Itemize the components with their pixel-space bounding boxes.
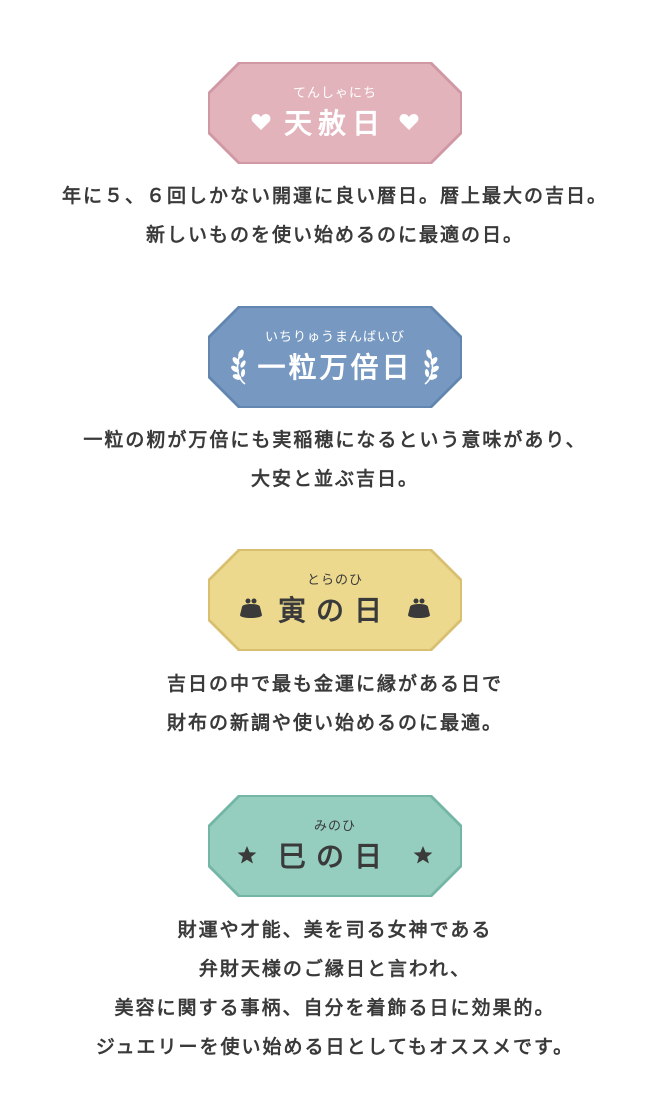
description-line: 吉日の中で最も金運に縁がある日で bbox=[166, 673, 503, 695]
description: 一粒の籾が万倍にも実稲穂になるという意味があり、 大安と並ぶ吉日。 bbox=[0, 421, 670, 499]
description-line: 年に５、６回しかない開運に良い暦日。暦上最大の吉日。 bbox=[61, 185, 608, 207]
badge-tenshanichi: てんしゃにち 天赦日 bbox=[208, 62, 462, 164]
star-icon bbox=[410, 842, 436, 868]
description-line: 一粒の籾が万倍にも実稲穂になるという意味があり、 bbox=[83, 429, 587, 451]
description-line: ジュエリーを使い始める日としてもオススメです。 bbox=[95, 1036, 575, 1058]
badge-reading: みのひ bbox=[313, 819, 356, 834]
badge-title: 巳の日 bbox=[277, 840, 392, 873]
description-line: 新しいものを使い始めるのに最適の日。 bbox=[145, 224, 524, 246]
description: 財運や才能、美を司る女神である 弁財天様のご縁日と言われ、 美容に関する事柄、自… bbox=[0, 911, 670, 1067]
badge-toranohi: とらのひ 寅の日 bbox=[208, 549, 462, 651]
badge-title: 一粒万倍日 bbox=[257, 351, 413, 384]
purse-icon bbox=[238, 596, 264, 622]
badge-reading: いちりゅうまんばいび bbox=[264, 330, 405, 345]
badge-reading: てんしゃにち bbox=[292, 86, 377, 101]
star-icon bbox=[234, 842, 260, 868]
description-line: 財運や才能、美を司る女神である bbox=[177, 919, 493, 941]
badge-reading: とらのひ bbox=[306, 573, 363, 588]
laurel-icon bbox=[419, 346, 441, 386]
badge-minohi: みのひ 巳の日 bbox=[208, 795, 462, 897]
description-line: 財布の新調や使い始めるのに最適。 bbox=[166, 712, 503, 734]
badge-title: 天赦日 bbox=[283, 107, 386, 140]
description: 年に５、６回しかない開運に良い暦日。暦上最大の吉日。 新しいものを使い始めるのに… bbox=[0, 177, 670, 255]
badge-ichiryumanbaibi: いちりゅうまんばいび 一粒万倍日 bbox=[208, 306, 462, 408]
description-line: 弁財天様のご縁日と言われ、 bbox=[198, 958, 472, 980]
heart-icon bbox=[396, 109, 422, 135]
laurel-icon bbox=[229, 346, 251, 386]
heart-icon bbox=[248, 109, 274, 135]
description-line: 大安と並ぶ吉日。 bbox=[250, 468, 419, 490]
purse-icon bbox=[406, 596, 432, 622]
badge-title: 寅の日 bbox=[277, 594, 392, 627]
description: 吉日の中で最も金運に縁がある日で 財布の新調や使い始めるのに最適。 bbox=[0, 665, 670, 743]
description-line: 美容に関する事柄、自分を着飾る日に効果的。 bbox=[114, 997, 556, 1019]
